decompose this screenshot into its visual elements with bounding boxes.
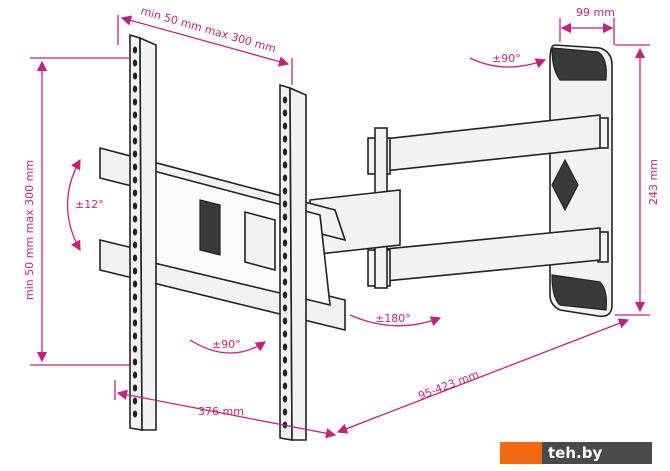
rotation-label: ±180° (375, 312, 411, 325)
mounting-hole (132, 137, 138, 145)
mounting-hole (132, 410, 138, 418)
mounting-hole (132, 241, 138, 249)
mounting-hole (132, 46, 138, 54)
mounting-hole (282, 213, 288, 221)
mounting-hole (132, 98, 138, 106)
mounting-hole (282, 252, 288, 260)
teh-by-watermark: teh.by (500, 442, 652, 464)
mounting-hole (132, 280, 138, 288)
mounting-hole (282, 239, 288, 247)
mounting-hole (282, 278, 288, 286)
mounting-hole (282, 330, 288, 338)
mounting-hole (132, 72, 138, 80)
mounting-hole (132, 332, 138, 340)
mounting-hole (282, 109, 288, 117)
mounting-hole (132, 384, 138, 392)
mounting-hole (282, 200, 288, 208)
bracket-swivel-label: ±90° (212, 338, 241, 351)
mounting-hole (282, 148, 288, 156)
mounting-hole (132, 345, 138, 353)
mounting-hole (132, 397, 138, 405)
mounting-hole (282, 96, 288, 104)
mounting-hole (132, 202, 138, 210)
mounting-hole (282, 382, 288, 390)
mounting-hole (282, 161, 288, 169)
plate-height-label: 243 mm (647, 159, 660, 205)
mounting-hole (282, 122, 288, 130)
mounting-hole (132, 267, 138, 275)
wall-swivel-label: ±90° (492, 52, 521, 65)
mounting-hole (282, 317, 288, 325)
vertical-rails (129, 33, 307, 441)
mounting-hole (282, 291, 288, 299)
mounting-hole (282, 135, 288, 143)
mounting-hole (132, 228, 138, 236)
mounting-hole (282, 226, 288, 234)
mounting-hole (132, 111, 138, 119)
mounting-hole (132, 150, 138, 158)
mounting-hole (132, 254, 138, 262)
wall-plate (549, 44, 613, 318)
dimension-lines (30, 15, 650, 439)
mounting-hole (282, 174, 288, 182)
mounting-hole (132, 85, 138, 93)
plate-depth-label: 99 mm (576, 6, 615, 19)
mounting-hole (132, 319, 138, 327)
articulating-arms (309, 114, 601, 289)
mounting-hole (132, 176, 138, 184)
mounting-hole (132, 306, 138, 314)
bracket-width-label: 376 mm (198, 405, 244, 418)
vesa-horizontal-label: min 50 mm max 300 mm (139, 4, 277, 55)
vesa-vertical-label: min 50 mm max 300 mm (23, 160, 36, 300)
mounting-hole (282, 187, 288, 195)
mounting-hole (282, 304, 288, 312)
mounting-hole (282, 343, 288, 351)
mounting-hole (282, 395, 288, 403)
mounting-hole (282, 369, 288, 377)
mounting-hole (132, 293, 138, 301)
mounting-hole (132, 371, 138, 379)
extension-label: 95-423 mm (416, 368, 480, 403)
mounting-hole (282, 408, 288, 416)
tilt-label: ±12° (75, 198, 104, 211)
mounting-hole (132, 59, 138, 67)
mounting-hole (132, 163, 138, 171)
mounting-hole (132, 215, 138, 223)
watermark-text: teh.by (542, 442, 652, 464)
mounting-hole (132, 358, 138, 366)
mounting-hole (132, 189, 138, 197)
mounting-hole (282, 356, 288, 364)
mounting-hole (282, 265, 288, 273)
mounting-hole (132, 124, 138, 132)
